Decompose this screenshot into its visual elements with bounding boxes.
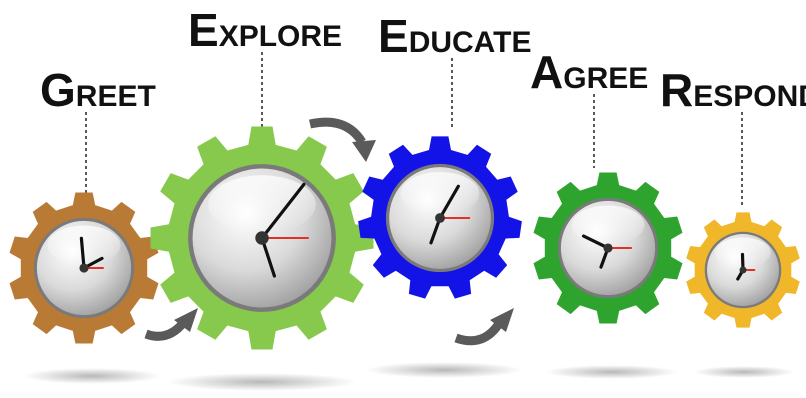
ground-shadows — [24, 362, 794, 391]
clock-hub — [603, 243, 613, 253]
clock-hub — [255, 231, 269, 245]
step-rest: GREE — [563, 62, 648, 95]
minute-hand — [438, 184, 460, 220]
step-initial: A — [530, 46, 563, 98]
shadow — [24, 368, 160, 384]
clock-hub — [739, 266, 747, 274]
step-initial: G — [40, 64, 76, 116]
shadow — [694, 366, 794, 378]
gear-clock-explore — [150, 126, 374, 350]
step-rest: ESPOND — [693, 80, 806, 113]
shadow — [546, 365, 678, 379]
shadow — [167, 373, 357, 391]
gear-clock-agree — [533, 172, 683, 324]
step-label-agree: AGREE — [530, 46, 648, 98]
clock-hub — [435, 213, 445, 223]
clock-gloss — [571, 205, 645, 245]
gear-clock-educate — [358, 136, 522, 299]
clock-gloss — [208, 175, 316, 234]
clock-gloss — [400, 172, 480, 215]
step-label-respond: RESPOND — [660, 64, 806, 116]
shadow — [366, 362, 522, 378]
curved-arrow-icon — [309, 117, 376, 162]
step-initial: R — [660, 64, 693, 116]
step-rest: DUCATE — [409, 26, 532, 59]
clock-hub — [79, 263, 89, 273]
step-initial: E — [188, 4, 219, 56]
step-rest: REET — [76, 80, 156, 113]
flow-arrows — [144, 117, 514, 346]
step-label-greet: GREET — [40, 64, 156, 116]
step-initial: E — [378, 10, 409, 62]
curved-arrow-icon — [144, 308, 198, 341]
clock-gloss — [47, 225, 121, 265]
step-rest: XPLORE — [219, 20, 342, 53]
step-label-educate: EDUCATE — [378, 10, 531, 62]
gear-clock-respond — [686, 212, 800, 328]
minute-hand — [260, 182, 306, 240]
minute-hand — [79, 236, 86, 270]
gear-clocks — [9, 126, 800, 350]
step-label-explore: EXPLORE — [188, 4, 342, 56]
clock-gloss — [715, 237, 771, 268]
curved-arrow-icon — [454, 308, 514, 346]
gear-clock-greet — [9, 192, 159, 344]
